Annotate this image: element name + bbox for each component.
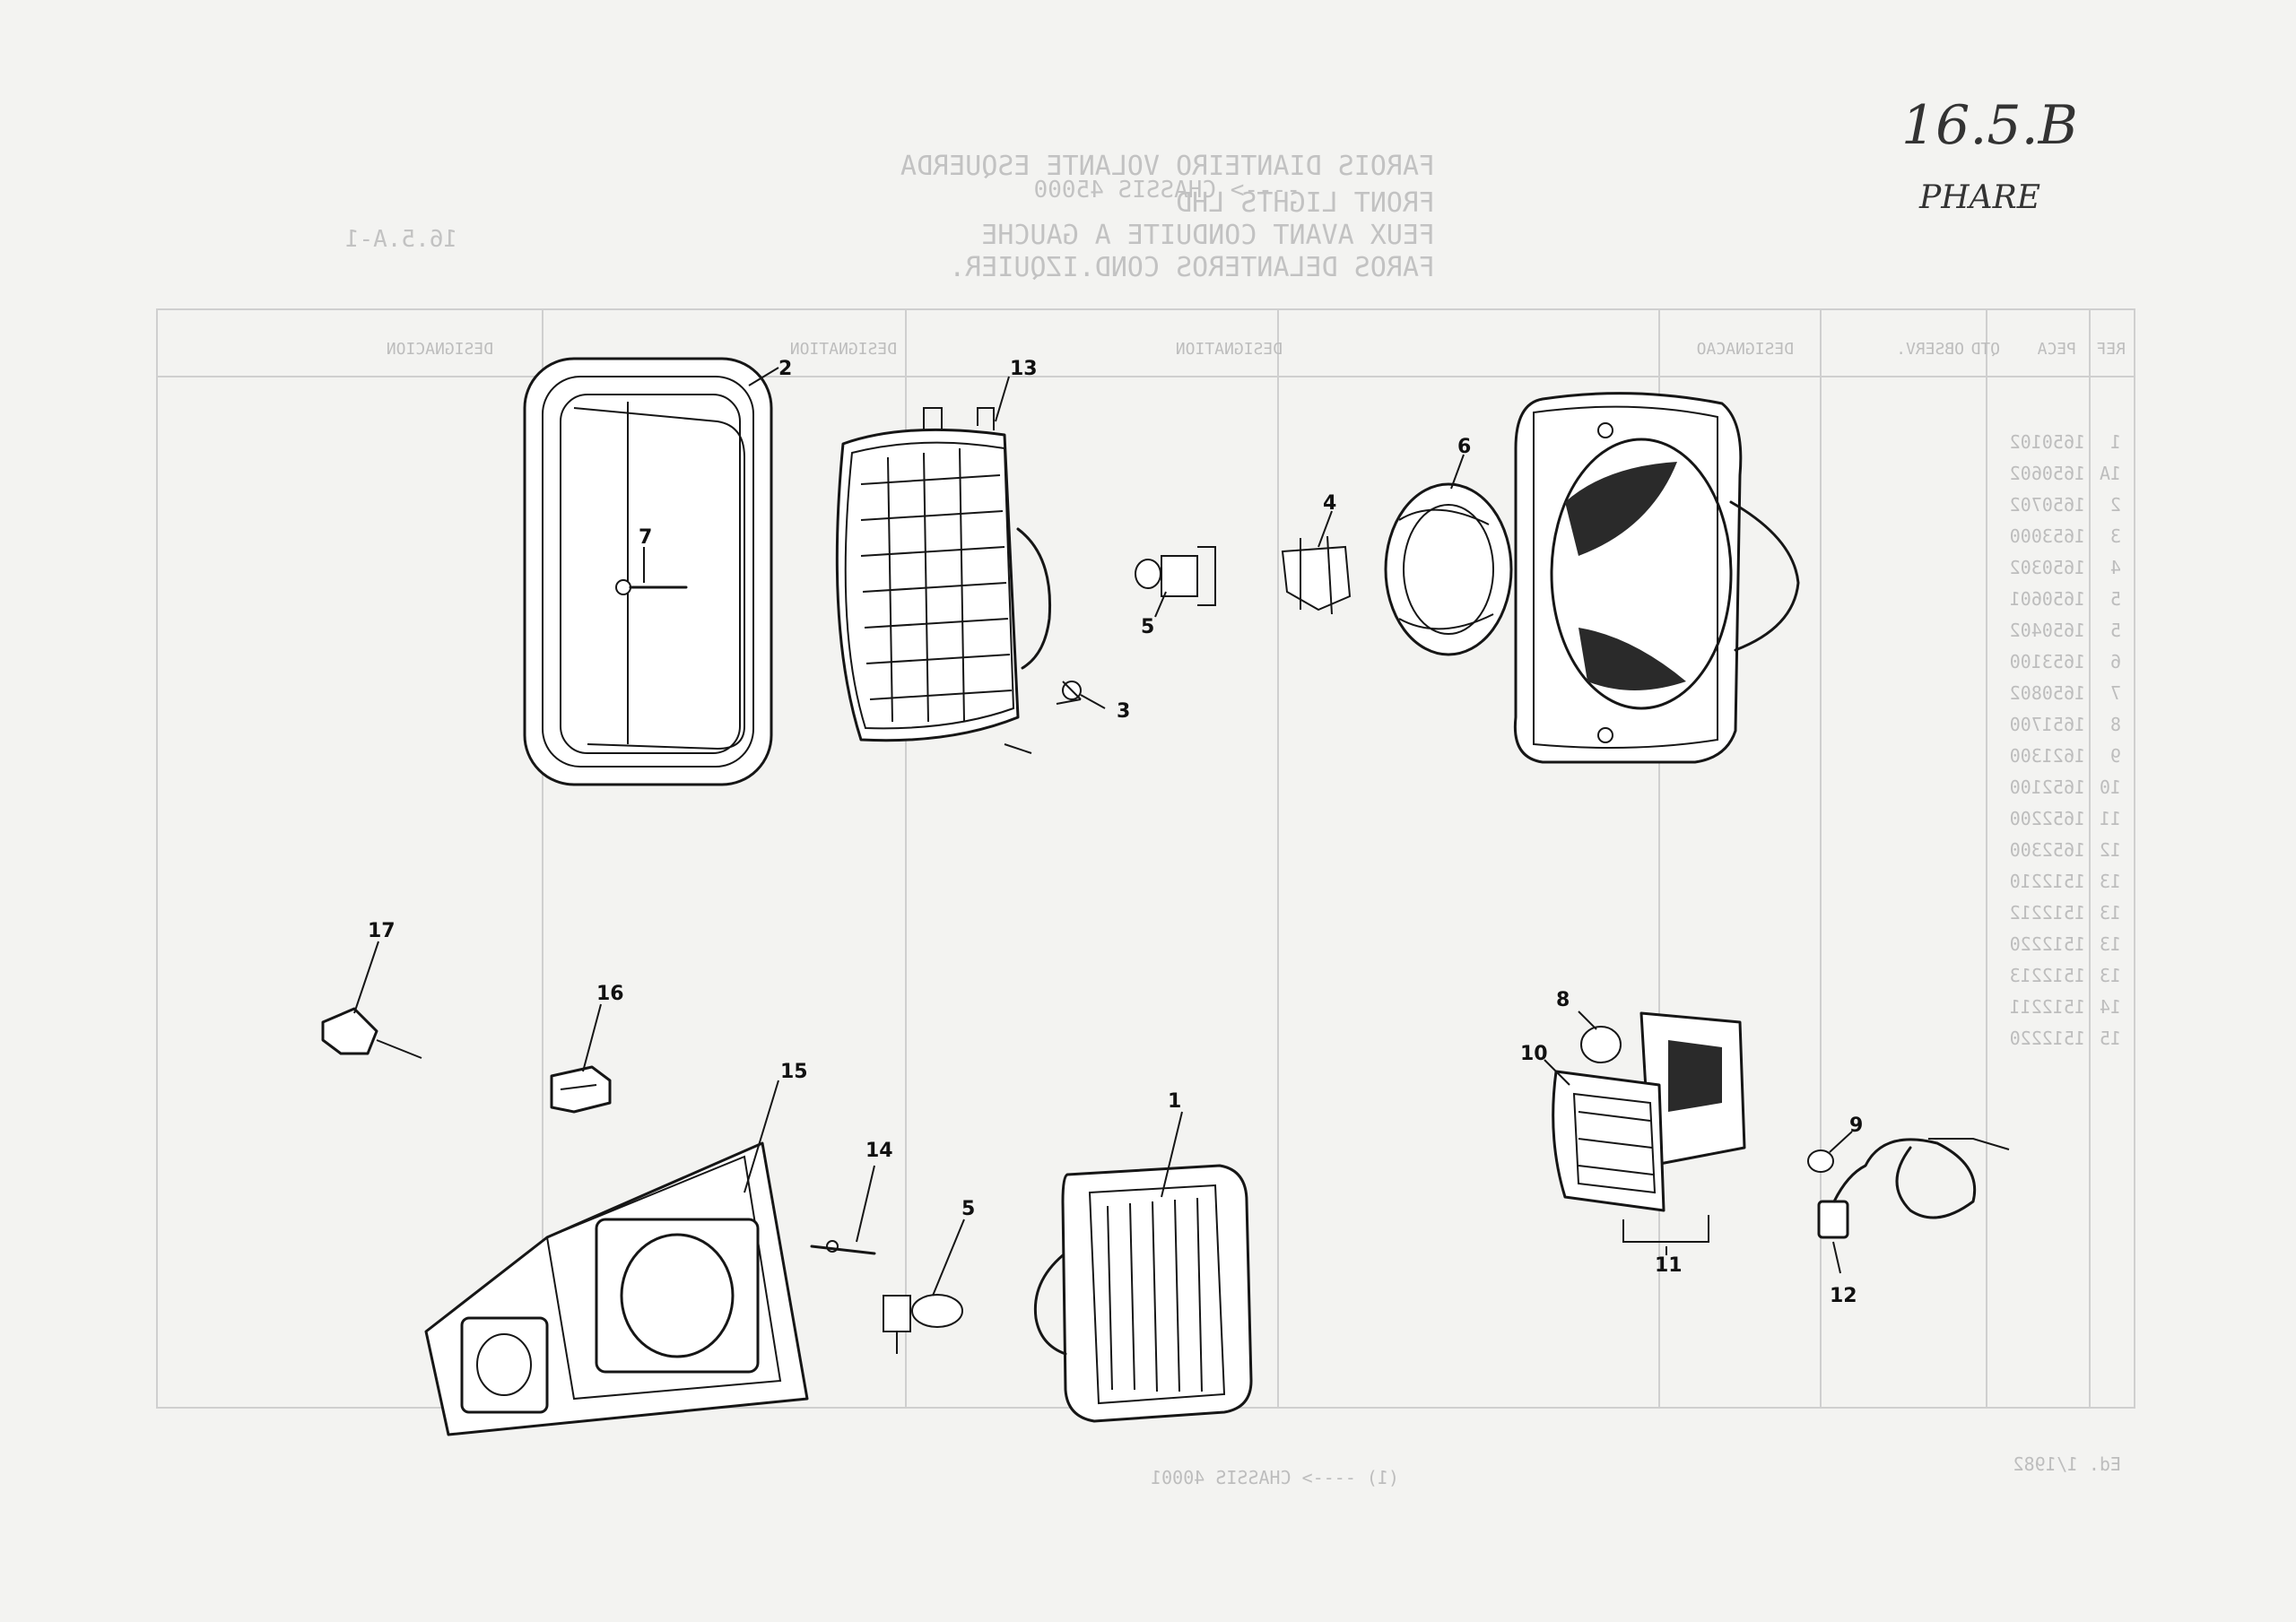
callout-14: 14 bbox=[865, 1140, 893, 1162]
ghost-ref-3: 3 bbox=[2110, 525, 2121, 547]
ghost-ref-13: 12 bbox=[2100, 839, 2121, 861]
ghost-ref-19: 15 bbox=[2100, 1028, 2121, 1049]
callout-1: 1 bbox=[1168, 1090, 1181, 1113]
ghost-ref-7: 6 bbox=[2110, 651, 2121, 672]
callout-2: 2 bbox=[778, 358, 792, 380]
ghost-pn-6: 1650402 bbox=[2010, 620, 2085, 641]
ghost-pn-7: 1653100 bbox=[2010, 651, 2085, 672]
callout-15: 15 bbox=[780, 1061, 808, 1083]
callout-5-lower: 5 bbox=[961, 1198, 975, 1220]
ghost-ref-9: 8 bbox=[2110, 714, 2121, 735]
part-headlamp-moulding bbox=[424, 1141, 809, 1436]
ghost-col-observ: OBSERV. bbox=[1896, 340, 1964, 359]
ghost-pn-4: 1650302 bbox=[2010, 557, 2085, 578]
callout-9: 9 bbox=[1849, 1115, 1863, 1137]
callout-8: 8 bbox=[1556, 989, 1570, 1011]
ghost-code: 16.5.A-1 bbox=[345, 226, 457, 253]
callout-5-upper: 5 bbox=[1141, 616, 1154, 638]
part-headlamp-rim bbox=[523, 357, 773, 786]
ghost-pn-9: 1651700 bbox=[2010, 714, 2085, 735]
ghost-header-line-4: FAROS DELANTEROS COND.IZQUIER. bbox=[949, 252, 1435, 283]
ghost-pn-5: 1650601 bbox=[2010, 588, 2085, 610]
ghost-pn-13: 1652300 bbox=[2010, 839, 2085, 861]
part-headlamp-shell bbox=[1513, 392, 1800, 764]
ghost-ref-11: 10 bbox=[2100, 776, 2121, 798]
ghost-ref-4: 4 bbox=[2110, 557, 2121, 578]
callout-13: 13 bbox=[1010, 358, 1038, 380]
ghost-pn-18: 1512211 bbox=[2010, 996, 2085, 1018]
ghost-ref-16: 13 bbox=[2100, 933, 2121, 955]
part-adjusting-screw bbox=[1056, 681, 1082, 705]
ghost-ref-18: 14 bbox=[2100, 996, 2121, 1018]
ghost-pn-15: 1512212 bbox=[2010, 902, 2085, 924]
ghost-ref-6: 5 bbox=[2110, 620, 2121, 641]
part-screw-7 bbox=[615, 579, 688, 595]
ghost-ref-1: 1A bbox=[2100, 463, 2121, 484]
ghost-part-numbers: 1650102 1650602 1650702 1653000 1650302 … bbox=[1151, 431, 2121, 1488]
part-dust-excluder bbox=[1384, 482, 1513, 656]
ghost-header-line-2: FRONT LIGHTS LHD bbox=[1176, 187, 1435, 219]
ghost-col-designation-fr: DESIGNATION bbox=[790, 340, 897, 359]
callout-numbers: 1 2 3 4 5 5 6 7 8 9 10 11 12 13 14 15 16… bbox=[368, 358, 1863, 1307]
part-side-repeater bbox=[550, 1065, 612, 1114]
ghost-ref-10: 9 bbox=[2110, 745, 2121, 767]
ghost-pn-12: 1652200 bbox=[2010, 808, 2085, 829]
callout-4: 4 bbox=[1323, 492, 1336, 515]
ghost-ref-8: 7 bbox=[2110, 682, 2121, 704]
ghost-footer-left: Ed. 1/1982 bbox=[2013, 1453, 2121, 1475]
mirrored-bleed-through: FAROIS DIANTEIRO VOLANTE ESQUERDA FRONT … bbox=[345, 151, 1435, 283]
part-bulb-holder bbox=[321, 1007, 422, 1059]
ghost-ref-5: 5 bbox=[2110, 588, 2121, 610]
part-screw-14 bbox=[810, 1240, 876, 1255]
ghost-col-ref: REF bbox=[2096, 340, 2126, 359]
callout-7: 7 bbox=[639, 526, 652, 549]
callout-17: 17 bbox=[368, 920, 396, 942]
ghost-footer-note: (1) ----> CHASSIS 40001 bbox=[1151, 1467, 1399, 1488]
part-bulb-socket bbox=[1281, 535, 1352, 615]
ghost-ref-2: 2 bbox=[2110, 494, 2121, 516]
part-sealed-beam bbox=[1033, 1164, 1253, 1423]
ghost-ref-14: 13 bbox=[2100, 871, 2121, 892]
ghost-ref-numbers: 1 1A 2 3 4 5 5 6 7 8 9 10 11 12 13 13 13… bbox=[2100, 431, 2121, 1049]
ghost-ref-12: 11 bbox=[2100, 808, 2121, 829]
part-front-indicator bbox=[1552, 1011, 1746, 1243]
ghost-col-designacion: DESIGNACION bbox=[387, 340, 493, 359]
ghost-col-designation-en: DESIGNATION bbox=[1176, 340, 1283, 359]
ghost-pn-19: 1512220 bbox=[2010, 1028, 2085, 1049]
ghost-table-headers: REF PECA QTD OBSERV. DESIGNACAO DESIGNAT… bbox=[387, 340, 2126, 359]
ghost-ref-15: 13 bbox=[2100, 902, 2121, 924]
ghost-col-peca: PECA bbox=[2037, 340, 2076, 359]
part-bulb-upper bbox=[1135, 546, 1216, 606]
ghost-header-line-3: FEUX AVANT CONDUITE A GAUCHE bbox=[981, 220, 1435, 251]
callout-10: 10 bbox=[1520, 1043, 1548, 1065]
part-side-indicator bbox=[1807, 1138, 2010, 1239]
callout-12: 12 bbox=[1830, 1285, 1857, 1307]
ghost-pn-8: 1650802 bbox=[2010, 682, 2085, 704]
handwritten-label: PHARE bbox=[1918, 179, 2040, 216]
ghost-ref-17: 13 bbox=[2100, 965, 2121, 986]
page-reference: 16.5.B bbox=[1901, 94, 2078, 157]
callout-3: 3 bbox=[1117, 700, 1130, 723]
part-head-light-unit bbox=[835, 407, 1052, 754]
ghost-pn-2: 1650702 bbox=[2010, 494, 2085, 516]
ghost-chassis: ----> CHASSIS 45000 bbox=[1034, 177, 1300, 204]
ghost-col-qtd: QTD bbox=[1970, 340, 2000, 359]
callout-leaders bbox=[353, 367, 1853, 1297]
callout-11: 11 bbox=[1655, 1254, 1683, 1277]
ghost-pn-1: 1650602 bbox=[2010, 463, 2085, 484]
callout-6: 6 bbox=[1457, 436, 1471, 458]
ghost-pn-14: 1512210 bbox=[2010, 871, 2085, 892]
ghost-pn-0: 1650102 bbox=[2010, 431, 2085, 453]
ghost-col-designacao: DESIGNACAO bbox=[1697, 340, 1794, 359]
ghost-pn-17: 1512213 bbox=[2010, 965, 2085, 986]
part-bulb-lower bbox=[883, 1294, 963, 1354]
ghost-pn-3: 1653000 bbox=[2010, 525, 2085, 547]
ghost-pn-16: 1512220 bbox=[2010, 933, 2085, 955]
callout-16: 16 bbox=[596, 983, 624, 1005]
ghost-pn-10: 1621300 bbox=[2010, 745, 2085, 767]
ghost-pn-11: 1652100 bbox=[2010, 776, 2085, 798]
ghost-header-line-1: FAROIS DIANTEIRO VOLANTE ESQUERDA bbox=[900, 151, 1435, 182]
ghost-ref-0: 1 bbox=[2110, 431, 2121, 453]
